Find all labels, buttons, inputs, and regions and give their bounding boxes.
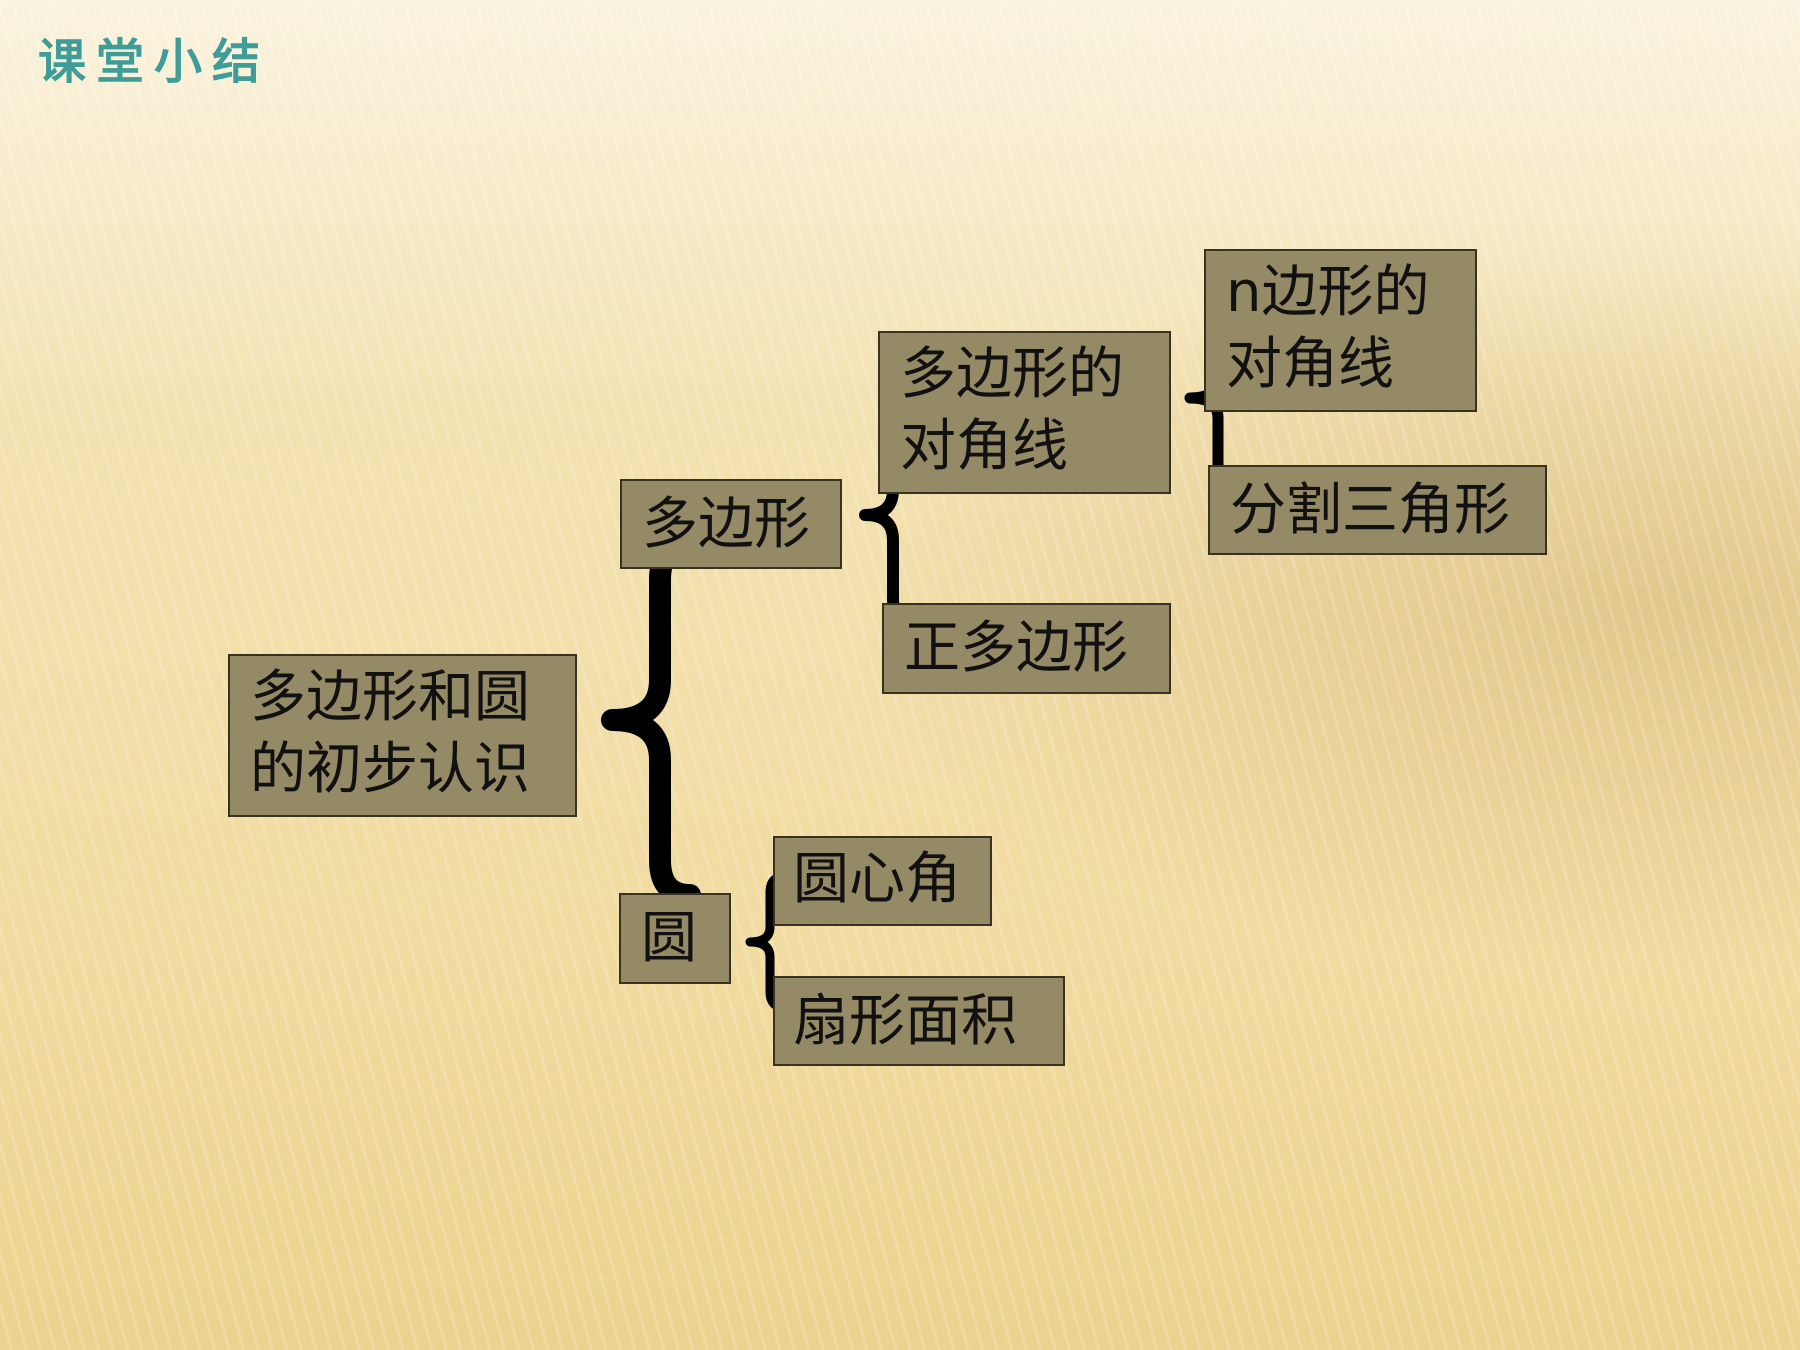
brace-circle [745,871,791,1013]
node-n-gon-diagonal: n边形的 对角线 [1204,249,1477,412]
node-circle: 圆 [619,893,731,984]
node-polygon: 多边形 [620,479,842,569]
node-polygon-diagonal: 多边形的 对角线 [878,331,1171,494]
slide-title: 课堂小结 [38,34,271,90]
node-split-triangles: 分割三角形 [1208,465,1547,555]
brace-root [601,534,701,906]
node-central-angle: 圆心角 [773,836,992,926]
node-regular-polygon: 正多边形 [882,603,1171,694]
node-root: 多边形和圆 的初步认识 [228,654,577,817]
node-sector-area: 扇形面积 [773,976,1065,1066]
